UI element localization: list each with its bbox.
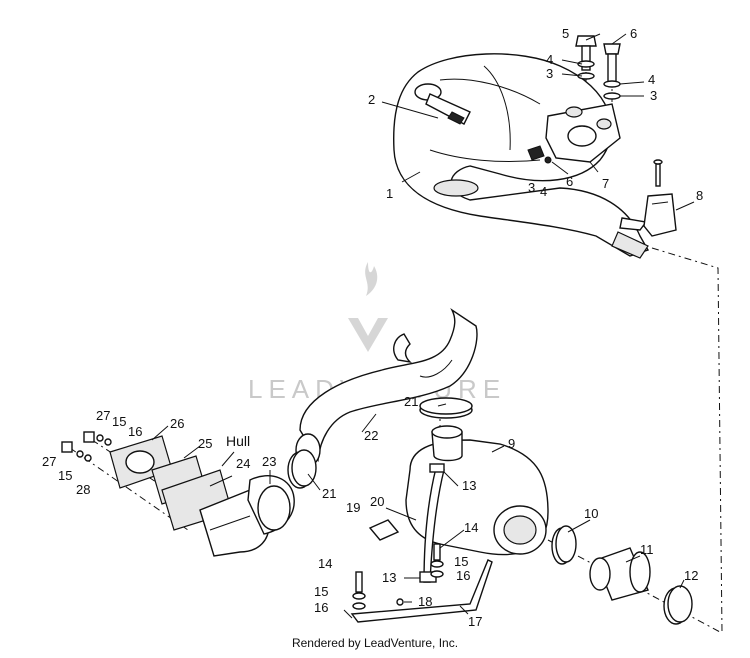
callout-14: 14 <box>464 520 478 535</box>
top-bolts <box>575 35 663 187</box>
leader-lines <box>151 33 695 615</box>
callout-25: 25 <box>198 436 212 451</box>
callout-26: 26 <box>170 416 184 431</box>
callout-27: 27 <box>96 408 110 423</box>
callout-24: 24 <box>236 456 250 471</box>
render-credit: Rendered by LeadVenture, Inc. <box>291 636 459 650</box>
callout-15: 15 <box>112 414 126 429</box>
callout-21: 21 <box>322 486 336 501</box>
lower-bracket <box>343 559 493 623</box>
callout-16: 16 <box>314 600 328 615</box>
callout-6: 6 <box>566 174 573 189</box>
callout-15: 15 <box>454 554 468 569</box>
callout-labels: 1 2 3 3 3 4 4 4 5 6 6 7 8 9 10 11 12 13 … <box>42 26 703 629</box>
hull-label: Hull <box>226 433 250 449</box>
callout-7: 7 <box>602 176 609 191</box>
callout-19: 19 <box>346 500 360 515</box>
callout-2: 2 <box>368 92 375 107</box>
callout-27: 27 <box>42 454 56 469</box>
callout-13: 13 <box>462 478 476 493</box>
outlet-hose-11 <box>589 547 651 601</box>
callout-6: 6 <box>630 26 637 41</box>
mounting-bracket <box>643 193 677 237</box>
callout-15: 15 <box>58 468 72 483</box>
callout-23: 23 <box>262 454 276 469</box>
outlet-clamp-10 <box>551 525 577 565</box>
callout-11: 11 <box>640 542 654 557</box>
callout-4: 4 <box>546 52 553 67</box>
chamber-fittings <box>447 111 552 164</box>
hull-fasteners <box>61 431 112 462</box>
callout-28: 28 <box>76 482 90 497</box>
callout-4: 4 <box>648 72 655 87</box>
callout-10: 10 <box>584 506 598 521</box>
lower-bolts <box>352 543 444 610</box>
exhaust-manifold-flange <box>545 103 621 163</box>
callout-15: 15 <box>314 584 328 599</box>
callout-20: 20 <box>370 494 384 509</box>
callout-8: 8 <box>696 188 703 203</box>
rubber-pad <box>368 519 400 541</box>
callout-17: 17 <box>468 614 482 629</box>
outlet-clamp-12 <box>663 585 693 625</box>
callout-16: 16 <box>128 424 142 439</box>
callout-21: 21 <box>404 394 418 409</box>
callout-18: 18 <box>418 594 432 609</box>
callout-5: 5 <box>562 26 569 41</box>
callout-16: 16 <box>456 568 470 583</box>
callout-13: 13 <box>382 570 396 585</box>
callout-12: 12 <box>684 568 698 583</box>
expansion-chamber <box>393 53 650 259</box>
callout-1: 1 <box>386 186 393 201</box>
callout-22: 22 <box>364 428 378 443</box>
callout-3: 3 <box>650 88 657 103</box>
callout-3: 3 <box>528 180 535 195</box>
callout-14: 14 <box>318 556 332 571</box>
hull-outlet-assembly <box>109 435 295 557</box>
callout-9: 9 <box>508 436 515 451</box>
callout-3: 3 <box>546 66 553 81</box>
callout-4: 4 <box>540 184 547 199</box>
